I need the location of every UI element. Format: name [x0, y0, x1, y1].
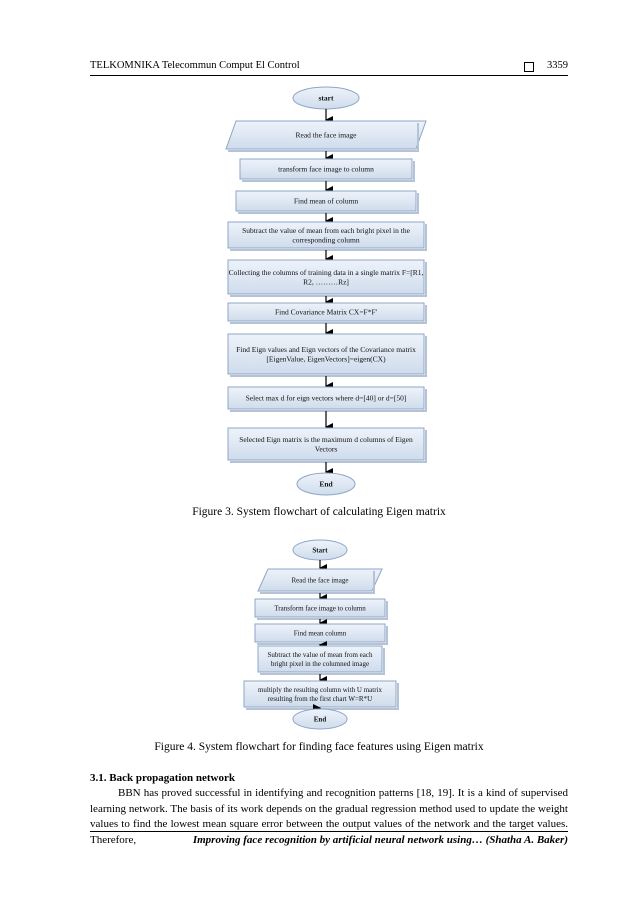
node-label: Read the face image	[292, 576, 349, 584]
journal-name: TELKOMNIKA Telecommun Comput El Control	[90, 60, 300, 71]
node-shadow	[230, 389, 427, 412]
node-label: R2, ………Rz]	[303, 277, 349, 286]
section-heading: 3.1. Back propagation network	[90, 772, 235, 784]
node-label: start	[319, 94, 334, 103]
node-label: Start	[312, 546, 328, 554]
node-label: bright pixel in the columned image	[271, 660, 369, 668]
node-label: End	[319, 480, 333, 489]
node-shadow	[230, 336, 427, 377]
node-label: Read the face image	[295, 131, 357, 140]
figure-4-caption: Figure 4. System flowchart for finding f…	[154, 741, 484, 753]
footer-rule	[90, 831, 568, 832]
process-node	[227, 333, 425, 375]
node-label: Collecting the columns of training data …	[229, 268, 424, 277]
page-header: TELKOMNIKA Telecommun Comput El Control …	[90, 60, 568, 76]
process-node	[227, 302, 425, 322]
node-shadow	[246, 683, 399, 710]
node-label: End	[314, 715, 327, 723]
node-shadow	[260, 648, 385, 675]
node-shadow	[238, 193, 419, 214]
node-label: Subtract the value of mean from each bri…	[242, 226, 411, 235]
process-node	[227, 259, 425, 295]
node-label: Transform face image to column	[274, 604, 366, 612]
node-label: resulting from the first chart W=R*U	[268, 695, 372, 703]
node-label: Selected Eign matrix is the maximum d co…	[239, 435, 413, 444]
process-node	[235, 190, 417, 212]
node-shadow	[230, 224, 427, 251]
process-node	[227, 221, 425, 249]
process-node	[227, 427, 425, 461]
process-node	[243, 680, 397, 708]
node-label: Subtract the value of mean from each	[268, 651, 373, 659]
node-label: Vectors	[315, 444, 338, 453]
node-shadow	[230, 262, 427, 297]
node-label: Find mean column	[294, 629, 347, 637]
process-node	[239, 158, 413, 180]
node-label: corresponding column	[292, 235, 360, 244]
io-node	[257, 568, 383, 592]
process-node	[227, 386, 425, 410]
node-shadow	[230, 305, 427, 324]
node-shadow	[230, 430, 427, 463]
node-label: Find mean of column	[294, 197, 359, 206]
figure-3-caption: Figure 3. System flowchart of calculatin…	[192, 506, 446, 518]
footer-citation: Improving face recognition by artificial…	[192, 834, 568, 846]
node-shadow	[260, 571, 375, 594]
node-label: multiply the resulting column with U mat…	[258, 686, 383, 694]
process-node	[254, 598, 386, 618]
terminator-node	[292, 708, 348, 730]
node-label: transform face image to column	[278, 165, 374, 174]
page-number: 3359	[547, 60, 568, 71]
section-paragraph: BBN has proved successful in identifying…	[90, 786, 568, 848]
node-label: Find Covariance Matrix CX=F*F'	[275, 308, 378, 317]
header-rule	[90, 75, 568, 76]
node-label: Select max d for eign vectors where d=[4…	[246, 394, 407, 403]
io-node	[225, 120, 427, 150]
node-shadow	[257, 626, 388, 645]
checkbox-square-icon	[524, 62, 534, 72]
process-node	[257, 645, 383, 673]
paragraph-text: BBN has proved successful in identifying…	[90, 787, 568, 846]
node-shadow	[242, 161, 415, 182]
node-label: [EigenValue, EigenVectors]=eigen(CX)	[266, 354, 386, 363]
terminator-node	[296, 472, 356, 496]
node-label: Find Eign values and Eign vectors of the…	[236, 345, 416, 354]
node-shadow	[257, 601, 388, 620]
node-shadow	[228, 123, 419, 152]
